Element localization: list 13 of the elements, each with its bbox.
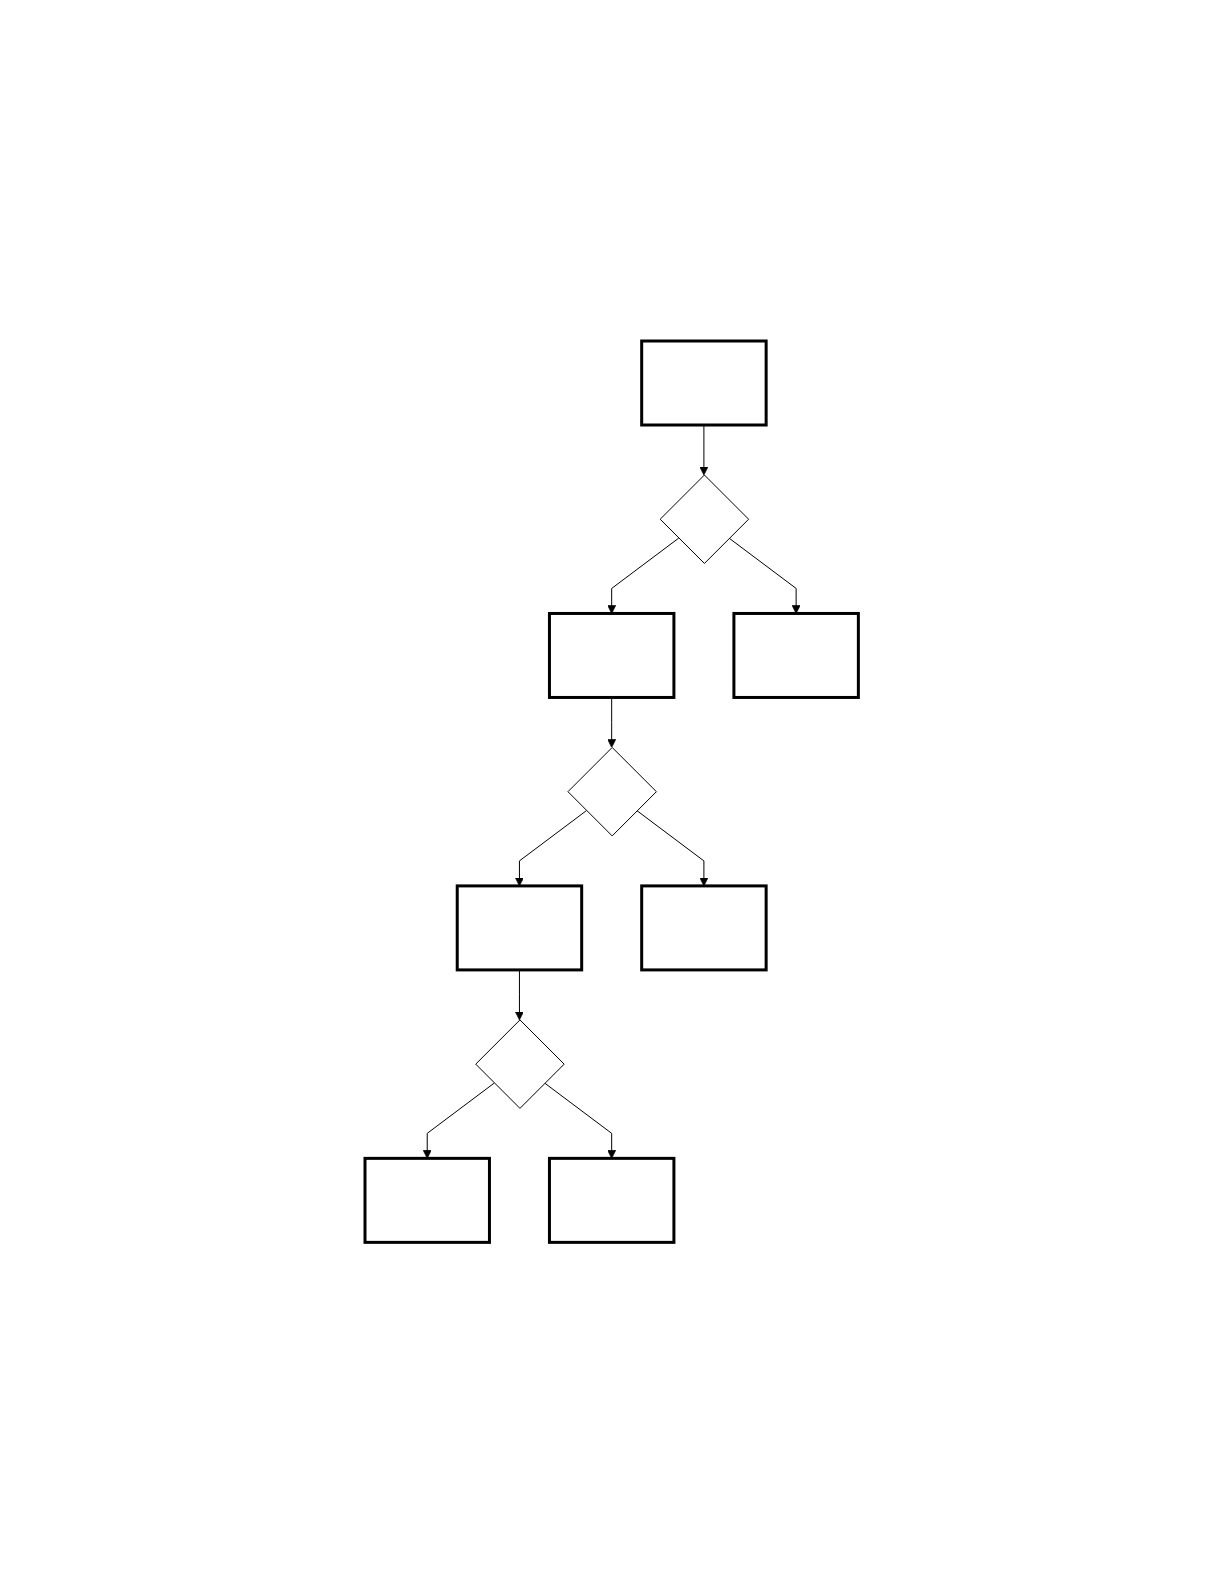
node-box [640,339,768,427]
node-diamond [567,747,658,837]
node-box [732,612,861,700]
node-diamond [475,1019,565,1110]
node-box [548,1157,676,1245]
node-box [548,612,676,700]
arrow [607,697,617,749]
node-box [456,884,584,972]
arrow [636,810,709,887]
arrow [515,810,588,887]
node-box [640,884,768,972]
node-diamond [660,474,750,565]
node-box [363,1157,492,1245]
